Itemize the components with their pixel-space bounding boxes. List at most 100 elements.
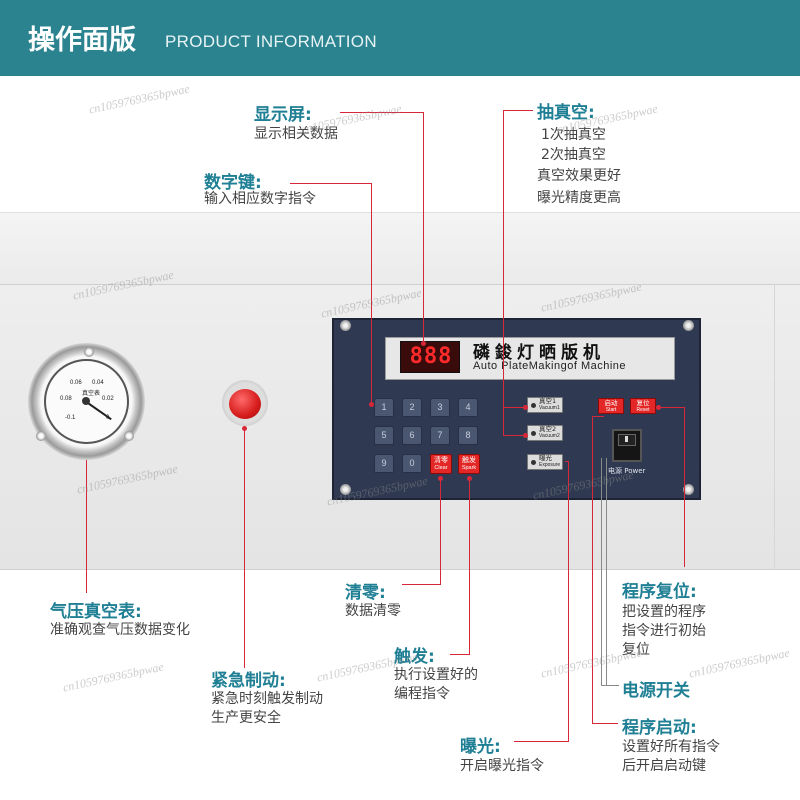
keypad-key-5[interactable]: 5 [374, 426, 394, 445]
leader-line [684, 407, 685, 567]
reset-en: Reset [636, 407, 650, 413]
reset-zh: 复位 [636, 399, 650, 407]
clear-key-zh: 清零 [434, 456, 448, 464]
button-indicator-icon [531, 403, 536, 408]
header-title-zh: 操作面版 [28, 25, 136, 56]
leader-dot [523, 405, 528, 410]
annotation-vacuum-title: 抽真空: [537, 103, 595, 123]
panel-title-en: Auto PlateMakingof Machine [473, 360, 627, 372]
panel-title-zh: 磷鋑灯晒版机 [473, 343, 605, 363]
annotation-spark-title: 触发: [394, 647, 435, 667]
leader-line [658, 407, 685, 408]
gauge-label: -0.1 [65, 415, 76, 421]
annotation-clear-desc: 数据清零 [345, 603, 401, 619]
spark-key[interactable]: 触发 Spark [458, 454, 480, 474]
leader-line [402, 584, 441, 585]
watermark: cn1059769365bpwae [687, 645, 791, 681]
annotation-number-keys-desc: 输入相应数字指令 [204, 191, 316, 207]
start-zh: 启动 [604, 399, 618, 407]
keypad-key-9[interactable]: 9 [374, 454, 394, 473]
keypad-key-3[interactable]: 3 [430, 398, 450, 417]
leader-line [592, 723, 618, 724]
leader-line [503, 407, 527, 408]
annotation-spark-line: 执行设置好的 [394, 667, 478, 683]
start-button[interactable]: 启动 Start [598, 398, 624, 414]
annotation-display-title: 显示屏: [254, 105, 312, 125]
annotation-start-line: 后开启启动键 [622, 758, 706, 774]
leader-line [469, 478, 470, 655]
annotation-start-title: 程序启动: [622, 718, 697, 738]
exposure-button[interactable]: 曝光 Exposure [527, 454, 563, 470]
vacuum2-zh: 真空2 [539, 425, 557, 433]
gauge-label: 0.02 [102, 396, 114, 402]
panel-screw [683, 484, 694, 495]
gauge-label: 0.08 [60, 396, 72, 402]
emergency-stop-button[interactable] [229, 389, 261, 419]
vacuum2-button[interactable]: 真空2 Vacuum2 [527, 425, 563, 441]
machine-top-surface [0, 212, 800, 284]
clear-key-en: Clear [434, 465, 448, 471]
leader-dot [369, 402, 374, 407]
reset-button[interactable]: 复位 Reset [630, 398, 656, 414]
leader-line [244, 428, 245, 668]
leader-line [440, 478, 441, 585]
leader-dot [467, 476, 472, 481]
leader-line [503, 110, 504, 436]
leader-dot [438, 476, 443, 481]
keypad-key-7[interactable]: 7 [430, 426, 450, 445]
leader-line [514, 741, 569, 742]
leader-line [565, 461, 569, 462]
leader-dot [523, 433, 528, 438]
annotation-emergency-line: 生产更安全 [211, 710, 281, 726]
annotation-emergency-line: 紧急时刻触发制动 [211, 691, 323, 707]
leader-line [340, 112, 424, 113]
gauge-label: 0.06 [70, 380, 82, 386]
annotation-display-desc: 显示相关数据 [254, 126, 338, 142]
leader-line [371, 183, 372, 404]
leader-line [601, 685, 619, 686]
vacuum1-zh: 真空1 [539, 397, 557, 405]
header-title-en: PRODUCT INFORMATION [165, 32, 377, 51]
clear-key[interactable]: 清零 Clear [430, 454, 452, 474]
annotation-start-line: 设置好所有指令 [622, 739, 720, 755]
keypad-key-8[interactable]: 8 [458, 426, 478, 445]
annotation-vacuum-line: 真空效果更好 [537, 168, 621, 184]
annotation-number-keys-title: 数字键: [204, 173, 262, 193]
annotation-exposure-desc: 开启曝光指令 [460, 758, 544, 774]
panel-screw [340, 320, 351, 331]
panel-screw [683, 320, 694, 331]
spark-key-zh: 触发 [462, 456, 476, 464]
leader-line [423, 112, 424, 344]
power-switch[interactable] [612, 429, 642, 462]
button-indicator-icon [531, 460, 536, 465]
gauge-bolt-left [36, 431, 46, 441]
led-display [400, 341, 460, 373]
button-indicator-icon [531, 431, 536, 436]
annotation-exposure-title: 曝光: [460, 737, 501, 757]
annotation-emergency-title: 紧急制动: [211, 671, 286, 691]
leader-dot [656, 405, 661, 410]
vacuum1-button[interactable]: 真空1 Vacuum1 [527, 397, 563, 413]
annotation-vacuum-line: 1次抽真空 [541, 127, 606, 143]
keypad-key-2[interactable]: 2 [402, 398, 422, 417]
power-label: 电源 Power [608, 467, 646, 475]
start-en: Start [605, 407, 617, 413]
leader-line [606, 458, 607, 686]
annotation-power-title: 电源开关 [622, 681, 690, 701]
keypad-key-4[interactable]: 4 [458, 398, 478, 417]
leader-line [86, 460, 87, 593]
gauge-label: 0.04 [92, 380, 104, 386]
leader-line [503, 435, 527, 436]
machine-front-edge [0, 284, 775, 570]
header-bar: 操作面版 PRODUCT INFORMATION [0, 0, 800, 76]
annotation-gauge-title: 气压真空表: [50, 602, 142, 622]
keypad-key-1[interactable]: 1 [374, 398, 394, 417]
annotation-reset-line: 把设置的程序 [622, 604, 706, 620]
annotation-gauge-desc: 准确观查气压数据变化 [50, 622, 190, 638]
annotation-clear-title: 清零: [345, 583, 386, 603]
keypad-key-6[interactable]: 6 [402, 426, 422, 445]
led-value: 888 [409, 344, 453, 369]
keypad-key-0[interactable]: 0 [402, 454, 422, 473]
exposure-en: Exposure [539, 462, 561, 468]
leader-line [568, 461, 569, 742]
